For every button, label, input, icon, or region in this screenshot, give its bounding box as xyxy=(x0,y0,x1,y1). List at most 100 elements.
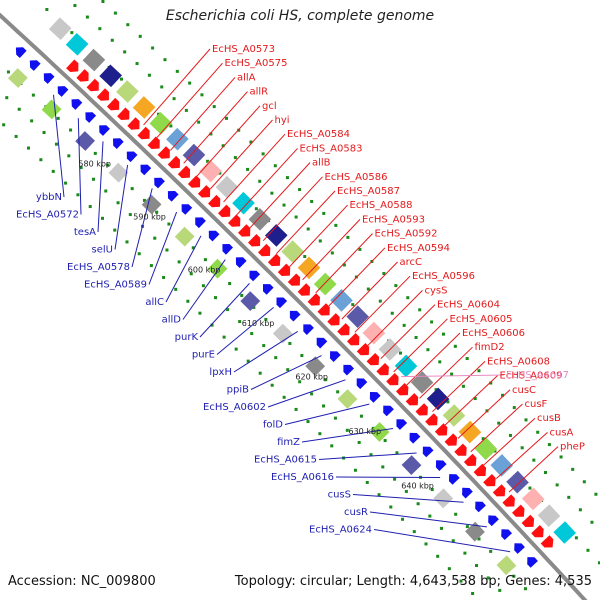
gene-label-cusr: cusR xyxy=(344,507,368,518)
outer-category-block xyxy=(537,504,561,527)
tick-dot xyxy=(264,317,268,321)
forward-cds-arrow xyxy=(347,333,360,346)
leader-line xyxy=(470,403,523,453)
leader-line xyxy=(209,119,273,190)
tick-dot xyxy=(238,320,242,324)
tick-dot xyxy=(70,31,74,35)
tick-dot xyxy=(91,177,95,181)
tick-dot xyxy=(306,420,310,424)
backbone-line xyxy=(0,12,588,600)
tick-dot xyxy=(465,525,469,529)
leader-line xyxy=(289,204,348,268)
leader-line xyxy=(143,48,211,126)
forward-cds-arrow xyxy=(454,443,467,456)
tick-dot xyxy=(270,383,274,387)
leader-line xyxy=(262,176,323,242)
tick-dot xyxy=(162,275,166,279)
gene-label-echs-a0589: EcHS_A0589 xyxy=(84,280,147,291)
tick-dot xyxy=(369,453,373,457)
accession-text: Accession: NC_009800 xyxy=(8,574,156,589)
reverse-cds-arrow xyxy=(514,543,525,554)
tick-dot xyxy=(286,368,290,372)
tick-dot xyxy=(465,357,469,361)
tick-dot xyxy=(414,336,418,340)
reverse-cds-arrow xyxy=(343,364,354,376)
tick-dot xyxy=(382,272,386,276)
leader-line xyxy=(199,283,250,338)
tick-dot xyxy=(30,119,34,123)
forward-cds-arrow xyxy=(238,224,251,237)
leader-line xyxy=(223,133,286,203)
tick-dot xyxy=(160,85,164,89)
reverse-cds-arrow xyxy=(369,392,381,403)
tick-dot xyxy=(497,421,501,425)
gene-label-echs-a0594: EcHS_A0594 xyxy=(387,243,450,254)
forward-cds-arrow xyxy=(512,504,525,517)
tick-dot xyxy=(401,517,405,521)
reverse-cds-arrow xyxy=(85,112,97,123)
gene-label-echs-a0575: EcHS_A0575 xyxy=(225,58,288,69)
tick-dot xyxy=(282,395,286,399)
tick-dot xyxy=(393,477,397,481)
inner-category-block xyxy=(174,226,195,247)
reverse-cds-arrow xyxy=(263,284,274,295)
tick-dot xyxy=(153,236,157,240)
leader-line xyxy=(367,290,423,346)
tick-dot xyxy=(486,576,490,580)
tick-dot xyxy=(45,7,49,11)
gene-label-echs-a0609: EcHS_A0609 xyxy=(500,371,563,382)
outer-category-block xyxy=(330,289,353,312)
tick-dot xyxy=(67,154,71,158)
forward-cds-arrow xyxy=(356,343,370,356)
forward-cds-arrow xyxy=(473,463,487,477)
leader-line xyxy=(341,261,398,320)
forward-cds-arrow xyxy=(297,283,311,296)
gene-label-alld: allD xyxy=(162,315,182,326)
leader-line xyxy=(354,275,411,333)
tick-dot xyxy=(365,480,369,484)
tick-dot xyxy=(461,384,465,388)
gene-label-echs-a0584: EcHS_A0584 xyxy=(287,129,350,140)
tick-dot xyxy=(126,23,130,27)
tick-dot xyxy=(366,287,370,291)
tick-dot xyxy=(300,354,304,358)
reverse-cds-arrow xyxy=(235,257,247,268)
kbp-tick-label: 590 kbp xyxy=(133,212,166,221)
reverse-cds-arrow xyxy=(316,337,328,349)
leader-line xyxy=(156,62,223,138)
leader-line xyxy=(335,476,441,478)
outer-category-block xyxy=(426,387,450,411)
reverse-cds-arrow xyxy=(167,191,179,202)
reverse-cds-arrow xyxy=(435,460,447,471)
leader-line xyxy=(284,403,370,425)
forward-cds-arrow xyxy=(444,433,458,446)
tick-dot xyxy=(212,105,216,109)
tick-dot xyxy=(214,296,218,300)
tick-dot xyxy=(113,11,117,15)
tick-dot xyxy=(151,46,155,50)
tick-dot xyxy=(186,299,190,303)
forward-cds-arrow xyxy=(434,423,448,436)
tick-dot xyxy=(184,108,188,112)
tick-dot xyxy=(346,235,350,239)
tick-dot xyxy=(498,588,502,592)
tick-dot xyxy=(254,207,258,211)
outer-category-block xyxy=(215,175,239,199)
gene-label-echs-a0615: EcHS_A0615 xyxy=(254,455,317,466)
tick-dot xyxy=(303,255,307,259)
gene-label-echs-a0583: EcHS_A0583 xyxy=(300,143,363,154)
gene-label-cuss: cusS xyxy=(328,490,351,501)
tick-dot xyxy=(174,287,178,291)
tick-dot xyxy=(88,205,92,209)
forward-cds-arrow xyxy=(147,136,160,149)
tick-dot xyxy=(330,444,334,448)
forward-cds-arrow xyxy=(86,78,99,92)
gene-label-echs-a0588: EcHS_A0588 xyxy=(350,200,413,211)
gene-label-echs-a0608: EcHS_A0608 xyxy=(487,356,550,367)
tick-dot xyxy=(258,179,262,183)
tick-dot xyxy=(359,414,363,418)
tick-dot xyxy=(262,344,266,348)
tick-dot xyxy=(203,258,207,262)
tick-dot xyxy=(54,142,58,146)
